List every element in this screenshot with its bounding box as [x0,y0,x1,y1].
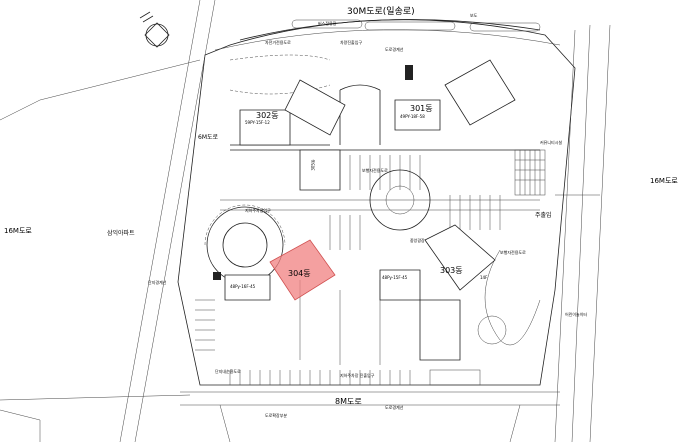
building-305 [299,149,341,191]
road-label-inner-west: 6M도로 [198,134,219,141]
building-label: 305동 [310,159,316,171]
building-spec: 59PY-15F-12 [245,120,270,125]
annotation: 도로확장부분 [265,413,288,418]
building-label: 303동 [440,266,463,275]
building-label: 302동 [256,111,279,120]
annotation: 단지내순환도로 [215,369,241,374]
annotation: 지하주차장 진출입구 [340,373,375,378]
road-label-west: 16M도로 [4,227,32,235]
north-arrow-icon [139,11,170,48]
annotation: 주출입 [535,212,552,219]
road-label-south: 8M도로 [335,397,362,406]
annotation: 도로경계선 [385,47,404,52]
building-303 [424,224,496,291]
annotation: 어린이놀이터 [565,312,588,317]
road-label-east: 16M도로 [650,177,678,185]
building-304-highlight[interactable] [269,239,336,301]
building-spec: 49PY-18F-58 [400,114,425,119]
annotation: 도로경계선 [385,405,404,410]
building-spec: 48Py-15F-45 [382,275,408,280]
building-label-304[interactable]: 304동 [288,269,311,278]
annotation: 커뮤니티시설 [540,140,563,145]
annotation: 보행자전용도로 [500,250,526,255]
building-302 [239,79,346,146]
annotation: 중앙광장 [410,238,425,243]
annotation: 보행자전용도로 [362,168,388,173]
annotation: 단지경계선 [148,280,167,285]
annotation: 지하주차장입구 [245,208,271,213]
building-label: 301동 [410,104,433,113]
building-301 [394,59,516,131]
building-spec: 14F [480,275,488,280]
annotation: 보도 [470,13,478,18]
site-boundary [177,19,576,386]
annotation: 차량진출입구 [340,40,363,45]
annotation: 자전거전용도로 [265,40,291,45]
annotation: 버스정류장 [318,21,337,26]
road-label-north: 30M도로(일송로) [347,7,415,17]
neighbor-label: 삼익아파트 [107,230,135,237]
building-spec: 48Py-16F-45 [230,284,256,289]
